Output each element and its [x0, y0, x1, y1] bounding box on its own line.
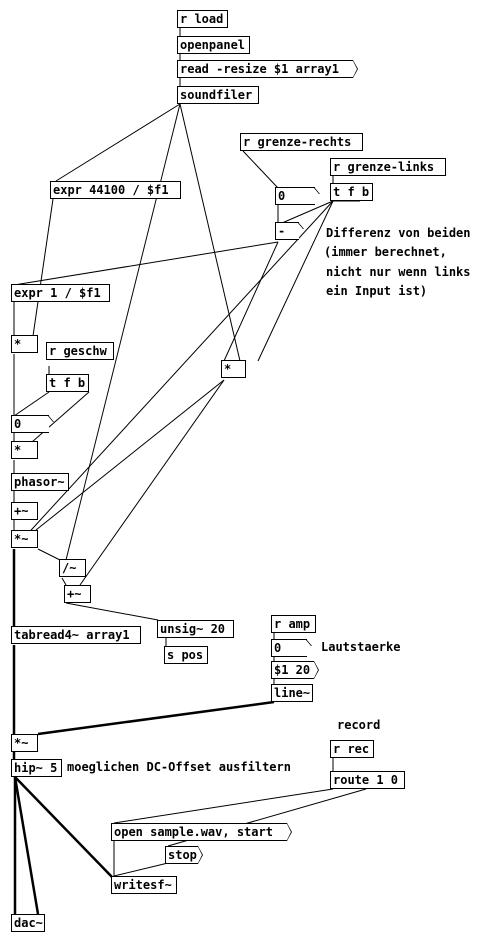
number-box-rechts[interactable]: 0 [275, 187, 320, 205]
divide-signal-object[interactable]: /~ [59, 559, 86, 577]
plus-signal-object[interactable]: +~ [11, 502, 38, 520]
comment-differenz-1: Differenz von beiden [326, 226, 471, 240]
plus-signal-object-2[interactable]: +~ [64, 585, 91, 603]
comment-dc-offset: moeglichen DC-Offset ausfiltern [67, 760, 291, 774]
openpanel-object[interactable]: openpanel [177, 36, 250, 54]
expr-samplerate-object[interactable]: expr 44100 / $f1 [50, 181, 181, 199]
hip-filter-object[interactable]: hip~ 5 [11, 759, 62, 777]
t-f-b-object-mid[interactable]: t f b [46, 374, 89, 392]
number-box-amp[interactable]: 0 [271, 639, 312, 657]
number-value: 0 [274, 641, 282, 655]
expr-inverse-object[interactable]: expr 1 / $f1 [11, 284, 110, 302]
r-grenze-rechts-object[interactable]: r grenze-rechts [240, 133, 363, 151]
read-resize-message[interactable]: read -resize $1 array1 [177, 60, 358, 78]
number-value: 0 [14, 417, 22, 431]
route-object[interactable]: route 1 0 [330, 771, 405, 789]
minus-label: - [278, 224, 286, 238]
line-signal-object[interactable]: line~ [271, 684, 313, 702]
comment-record: record [337, 718, 381, 732]
writesf-object[interactable]: writesf~ [111, 876, 177, 894]
multiply-object-right[interactable]: * [221, 360, 246, 378]
minus-object[interactable]: - [275, 222, 304, 240]
multiply-object-1[interactable]: * [11, 335, 38, 353]
amp-ramp-message[interactable]: $1 20 [271, 661, 319, 679]
multiply-object-2[interactable]: * [11, 441, 38, 459]
r-grenze-links-object[interactable]: r grenze-links [330, 158, 446, 176]
r-load-object[interactable]: r load [177, 10, 228, 28]
comment-differenz-4: ein Input ist) [326, 284, 428, 298]
tabread4-object[interactable]: tabread4~ array1 [11, 626, 141, 644]
number-value: 0 [278, 189, 286, 203]
comment-differenz-3: nicht nur wenn links [326, 265, 471, 279]
stop-message[interactable]: stop [165, 846, 203, 864]
r-rec-object[interactable]: r rec [330, 740, 374, 758]
number-box-geschw[interactable]: 0 [11, 415, 54, 433]
soundfiler-object[interactable]: soundfiler [177, 86, 259, 104]
open-sample-message[interactable]: open sample.wav, start [111, 823, 292, 841]
comment-lautstaerke: Lautstaerke [321, 640, 401, 654]
comment-differenz-2: (immer berechnet, [324, 245, 447, 259]
multiply-signal-output[interactable]: *~ [11, 734, 38, 752]
multiply-signal-object[interactable]: *~ [11, 530, 38, 548]
dac-object[interactable]: dac~ [11, 914, 45, 932]
s-pos-object[interactable]: s pos [164, 646, 208, 664]
t-f-b-object-top[interactable]: t f b [330, 183, 373, 201]
unsig-object[interactable]: unsig~ 20 [157, 620, 234, 638]
r-geschw-object[interactable]: r geschw [46, 342, 114, 360]
r-amp-object[interactable]: r amp [271, 615, 316, 633]
phasor-object[interactable]: phasor~ [11, 473, 69, 491]
